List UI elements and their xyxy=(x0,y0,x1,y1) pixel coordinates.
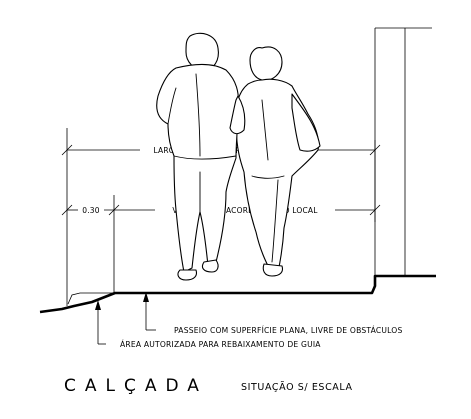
woman-figure xyxy=(234,46,321,277)
drawing-title: CALÇADA xyxy=(64,376,208,396)
drawing-subtitle: SITUAÇÃO S/ ESCALA xyxy=(241,382,353,393)
offset-label: 0.30 xyxy=(82,206,100,215)
man-figure xyxy=(156,32,246,281)
tick-variable-right xyxy=(369,204,381,216)
dimension-variable: 0.30 VARIÁVEL DE ACORDO COM O LOCAL xyxy=(61,204,381,216)
ground-profile xyxy=(39,274,436,314)
notes: PASSEIO COM SUPERFÍCIE PLANA, LIVRE DE O… xyxy=(95,292,403,349)
tick-offset-left xyxy=(61,204,73,216)
sidewalk-note: PASSEIO COM SUPERFÍCIE PLANA, LIVRE DE O… xyxy=(174,326,403,335)
variable-width-label: VARIÁVEL DE ACORDO COM O LOCAL xyxy=(172,206,318,215)
tick-offset-right xyxy=(108,204,120,216)
arrow-curb xyxy=(95,300,101,310)
curb-note: ÁREA AUTORIZADA PARA REBAIXAMENTO DE GUI… xyxy=(120,340,321,349)
tick-left xyxy=(61,144,73,156)
tick-right xyxy=(369,144,381,156)
pedestrians-illustration xyxy=(156,32,321,281)
extension-lines xyxy=(66,128,376,296)
building-wall xyxy=(374,27,432,276)
arrow-sidewalk xyxy=(143,292,149,302)
title-block: CALÇADA SITUAÇÃO S/ ESCALA xyxy=(64,376,353,396)
